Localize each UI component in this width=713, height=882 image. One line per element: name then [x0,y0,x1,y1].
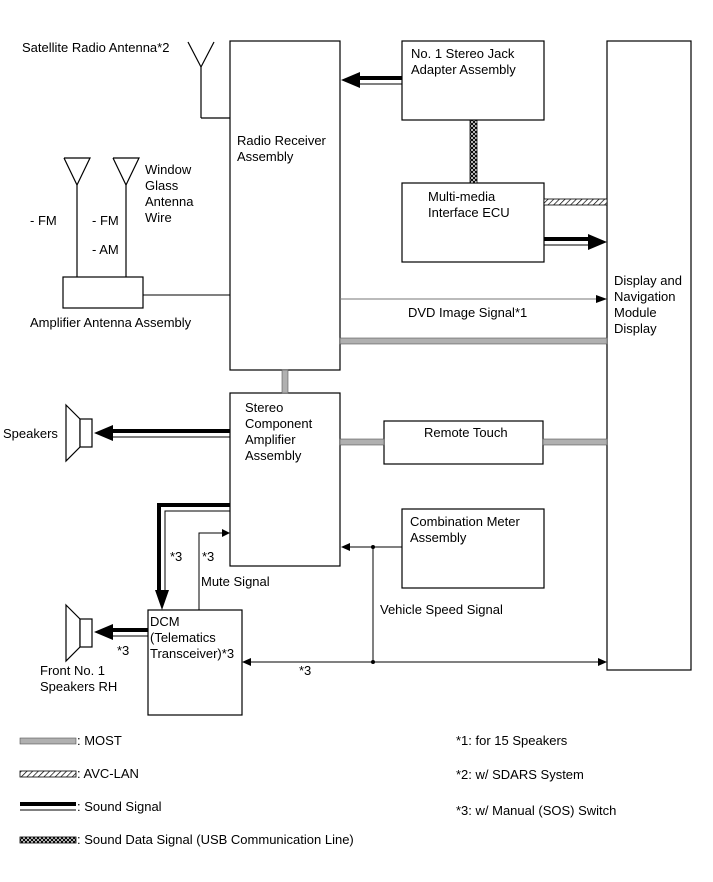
legend-sound-label: : Sound Signal [77,799,162,814]
note-2: *2: w/ SDARS System [456,767,584,782]
most-remote-touch-to-display [542,438,608,446]
dcm-display-signal-line [242,658,607,666]
radio-receiver-box [229,40,341,371]
sound-signal-dcm-to-front-speakers [94,624,148,640]
multimedia-ecu-label: Multi-media Interface ECU [428,189,510,220]
combination-meter-box [401,508,545,589]
mute-signal-line [198,529,230,610]
speakers-label: Speakers [3,426,58,441]
front-speakers-label: Front No. 1 Speakers RH [40,663,118,694]
front-speaker-icon [65,603,93,663]
most-radio-to-amp [281,369,289,394]
fm-right-label: - FM [92,213,119,228]
legend-most-label: : MOST [77,733,122,748]
stereo-jack-box [401,40,545,121]
vehicle-speed-signal-label: Vehicle Speed Signal [380,602,503,617]
legend-sound-data-swatch [19,836,77,844]
dcm-label: DCM (Telematics Transceiver)*3 [150,614,235,661]
dvd-image-signal-line [340,295,607,303]
stereo-jack-label: No. 1 Stereo Jack Adapter Assembly [411,46,516,77]
vehicle-speed-signal-line [341,543,402,664]
note3-dcm-display-label: *3 [299,663,312,678]
satellite-antenna-icon [187,41,230,119]
sound-signal-ecu-to-display [544,234,607,250]
speaker-icon [65,403,93,463]
display-nav-label: Display and Navigation Module Display [614,273,682,336]
radio-receiver-label: Radio Receiver Assembly [237,133,326,164]
note3-front-speaker-label: *3 [117,643,130,658]
legend-most-swatch [19,737,77,745]
mute-signal-label: Mute Signal [201,574,270,589]
sound-signal-amp-to-speakers [94,425,230,441]
note-1: *1: for 15 Speakers [456,733,568,748]
legend-sound-data-label: : Sound Data Signal (USB Communication L… [77,832,354,847]
dvd-image-signal-label: DVD Image Signal*1 [408,305,528,320]
remote-touch-label: Remote Touch [424,425,508,440]
window-antenna-label: Window Glass Antenna Wire [145,162,194,225]
combination-meter-label: Combination Meter Assembly [410,514,520,545]
legend-avc-lan-label: : AVC-LAN [77,766,139,781]
satellite-antenna-label: Satellite Radio Antenna*2 [22,40,170,55]
usb-signal-jack-to-ecu [469,119,478,184]
most-radio-to-display [339,337,608,345]
window-antenna-icon [112,157,140,277]
dcm-box [147,609,243,716]
am-label: - AM [92,242,119,257]
sound-signal-jack-to-radio [341,72,402,88]
most-amp-to-remote-touch [339,438,385,446]
amplifier-antenna-box [62,276,144,309]
sound-signal-amp-to-dcm [155,503,230,610]
note3-sound-label: *3 [170,549,183,564]
note-3: *3: w/ Manual (SOS) Switch [456,803,617,818]
display-nav-box [606,40,692,671]
note3-mute-label: *3 [202,549,215,564]
amplifier-antenna-label: Amplifier Antenna Assembly [30,315,192,330]
avc-lan-ecu-to-display [543,198,608,206]
fm-left-label: - FM [30,213,57,228]
legend-avc-lan-swatch [19,770,77,778]
stereo-amp-label: Stereo Component Amplifier Assembly [245,400,313,463]
multimedia-ecu-box [401,182,545,263]
fm-antenna-icon [63,157,91,277]
legend-sound-swatch [20,802,76,811]
